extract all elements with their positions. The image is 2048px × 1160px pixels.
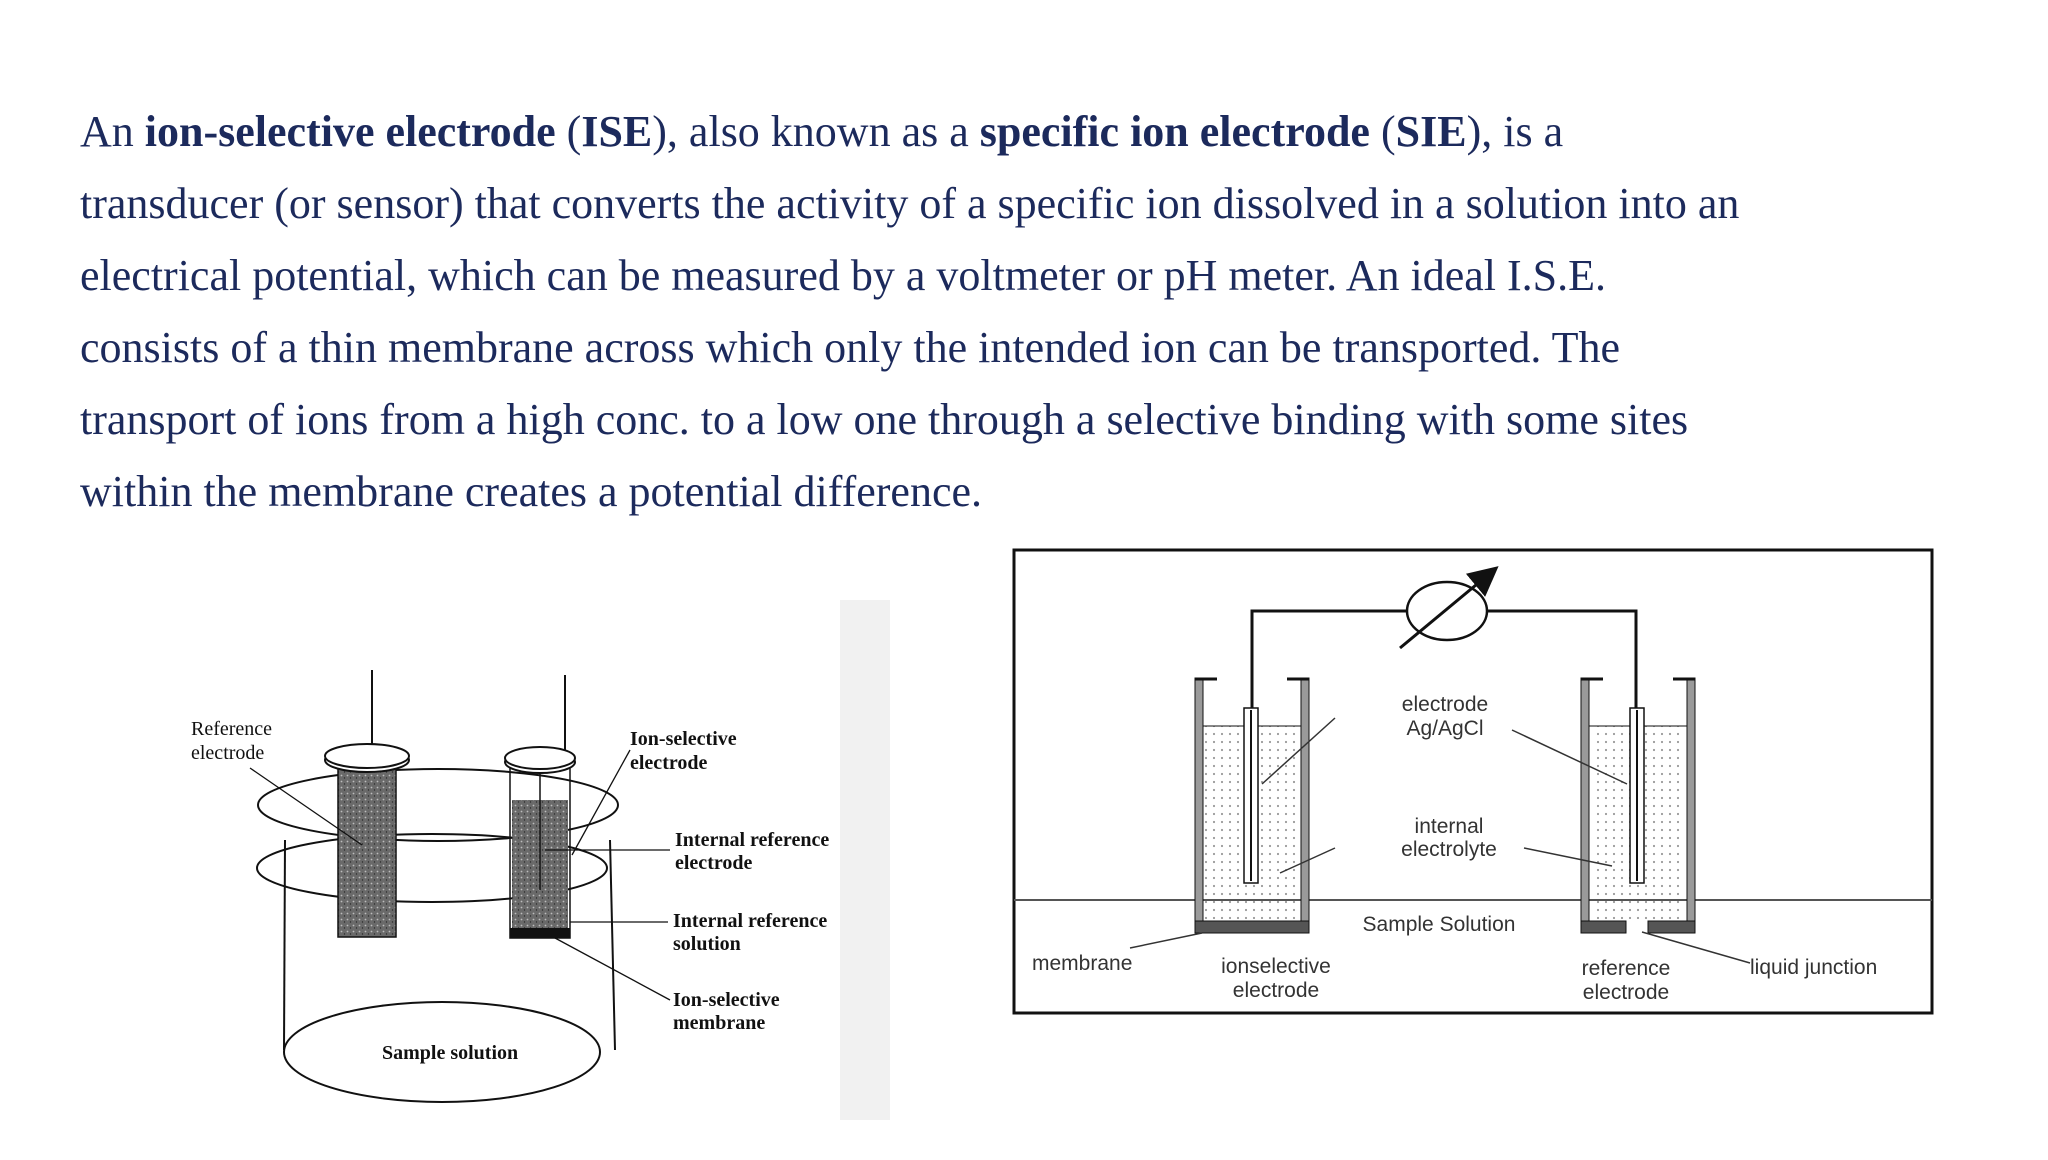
label-internal-ref-solution-1: Internal reference xyxy=(673,910,827,932)
label-ion-selective-membrane-2: membrane xyxy=(673,1012,765,1034)
intro-paragraph: ​An ion-selective electrode (ISE), also … xyxy=(80,96,1960,528)
label-reference-electrode-2: electrode xyxy=(191,742,264,764)
abbr-ise: ISE xyxy=(581,107,653,156)
label-ion-selective-membrane-1: Ion-selective xyxy=(673,989,780,1011)
term-sie: specific ion electrode xyxy=(979,107,1370,156)
label-ionselective: ionselective xyxy=(1221,955,1331,978)
label-sample-solution: Sample Solution xyxy=(1363,913,1516,936)
label-reference-electrode: electrode xyxy=(1583,981,1669,1004)
text-segment: ), also known as a xyxy=(652,107,980,156)
label-electrode: electrode xyxy=(1402,693,1488,716)
label-internal-ref-electrode-1: Internal reference xyxy=(675,829,829,851)
text-segment: ( xyxy=(1369,107,1396,156)
text-segment: An xyxy=(80,107,145,156)
reference-electrode xyxy=(324,670,410,938)
beaker-electrode-diagram: Reference electrode Ion-selective electr… xyxy=(191,600,890,1120)
voltmeter-needle xyxy=(1399,566,1499,650)
abbr-sie: SIE xyxy=(1395,107,1467,156)
membrane xyxy=(1194,920,1310,934)
paragraph-line-2: transducer (or sensor) that converts the… xyxy=(80,179,1740,228)
label-reference-electrode-1: Reference xyxy=(191,718,272,740)
paragraph-line-1: ​An ion-selective electrode (ISE), also … xyxy=(80,96,1960,168)
text-segment: ( xyxy=(555,107,582,156)
paragraph-line-4: consists of a thin membrane across which… xyxy=(80,323,1620,372)
label-internal-ref-electrode-2: electrode xyxy=(675,852,752,874)
label-ion-selective-electrode-2: electrode xyxy=(630,752,707,774)
label-liquid-junction: liquid junction xyxy=(1750,956,1877,979)
beaker xyxy=(256,768,619,1103)
label-membrane: membrane xyxy=(1032,952,1132,975)
label-electrolyte: electrolyte xyxy=(1401,838,1497,861)
paragraph-line-6: within the membrane creates a potential … xyxy=(80,467,982,516)
label-reference: reference xyxy=(1582,957,1671,980)
term-ise: ion-selective electrode xyxy=(144,107,556,156)
ionselective-electrode-body xyxy=(1194,677,1310,934)
label-ag-agcl: Ag/AgCl xyxy=(1406,717,1483,740)
label-sample-solution: Sample solution xyxy=(382,1042,518,1064)
label-ion-selective-electrode-1: Ion-selective xyxy=(630,728,737,750)
scan-shadow xyxy=(840,600,890,1120)
label-internal-ref-solution-2: solution xyxy=(673,933,741,955)
paragraph-line-5: transport of ions from a high conc. to a… xyxy=(80,395,1689,444)
leader-lines xyxy=(249,749,671,1001)
schematic-leader-lines xyxy=(1129,717,1751,964)
reference-electrode-body xyxy=(1580,677,1696,934)
text-segment: ), is a xyxy=(1466,107,1564,156)
label-ionselective-electrode: electrode xyxy=(1233,979,1319,1002)
paragraph-line-3: electrical potential, which can be measu… xyxy=(80,251,1607,300)
label-internal: internal xyxy=(1415,815,1484,838)
ion-selective-electrode xyxy=(504,675,576,939)
ise-schematic-diagram: electrode Ag/AgCl internal electrolyte S… xyxy=(1012,548,1934,1015)
